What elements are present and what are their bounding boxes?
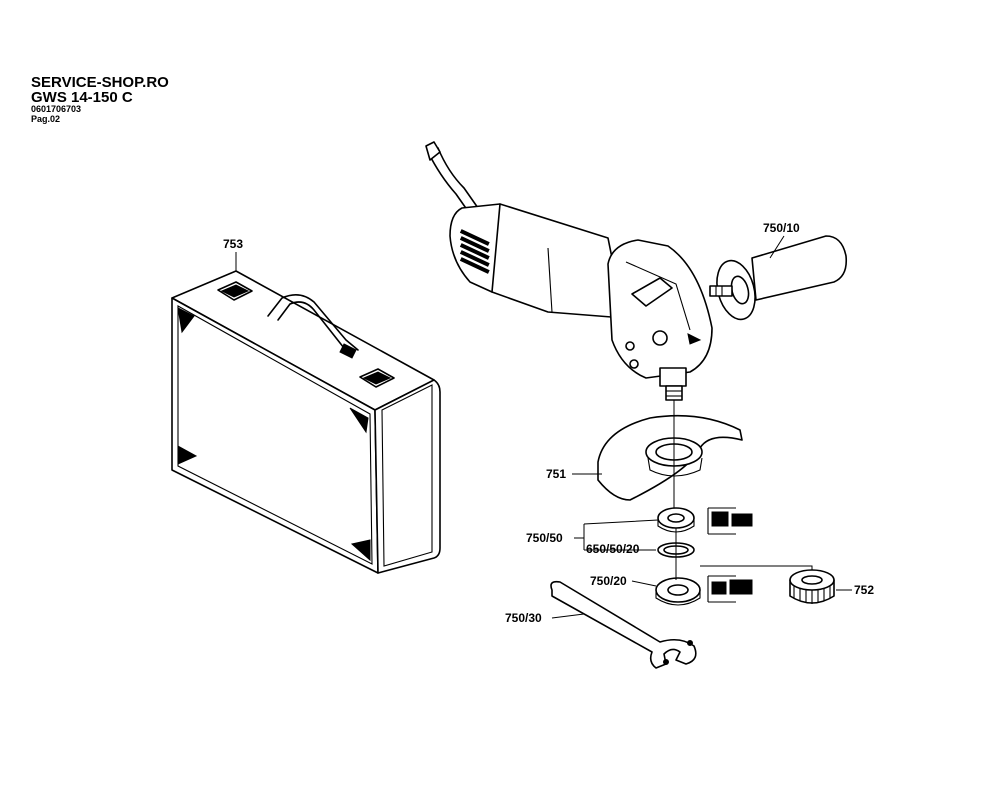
label-spanner: 750/30 bbox=[505, 611, 542, 625]
page-number: Pag.02 bbox=[31, 114, 61, 124]
nut-section-icon bbox=[707, 575, 753, 603]
protection-guard bbox=[597, 400, 743, 520]
label-flange-set: 750/50 bbox=[526, 531, 563, 545]
shop-name: SERVICE-SHOP.RO bbox=[31, 74, 169, 91]
label-quick-nut: 752 bbox=[854, 583, 874, 597]
auxiliary-handle bbox=[709, 235, 848, 321]
label-handle: 750/10 bbox=[763, 221, 800, 235]
label-case: 753 bbox=[223, 237, 243, 251]
angle-grinder bbox=[425, 141, 713, 401]
label-o-ring: 650/50/20 bbox=[586, 542, 640, 556]
clamping-nut bbox=[655, 528, 701, 606]
label-guard: 751 bbox=[546, 467, 566, 481]
label-clamp-nut: 750/20 bbox=[590, 574, 627, 588]
model-name: GWS 14-150 C bbox=[31, 89, 133, 106]
two-pin-spanner bbox=[550, 580, 697, 669]
quick-clamping-nut bbox=[789, 569, 835, 604]
leader-lines bbox=[235, 235, 852, 619]
model-code: 0601706703 bbox=[31, 104, 82, 114]
carrying-case bbox=[171, 270, 441, 574]
flange-section-icon bbox=[707, 507, 753, 535]
